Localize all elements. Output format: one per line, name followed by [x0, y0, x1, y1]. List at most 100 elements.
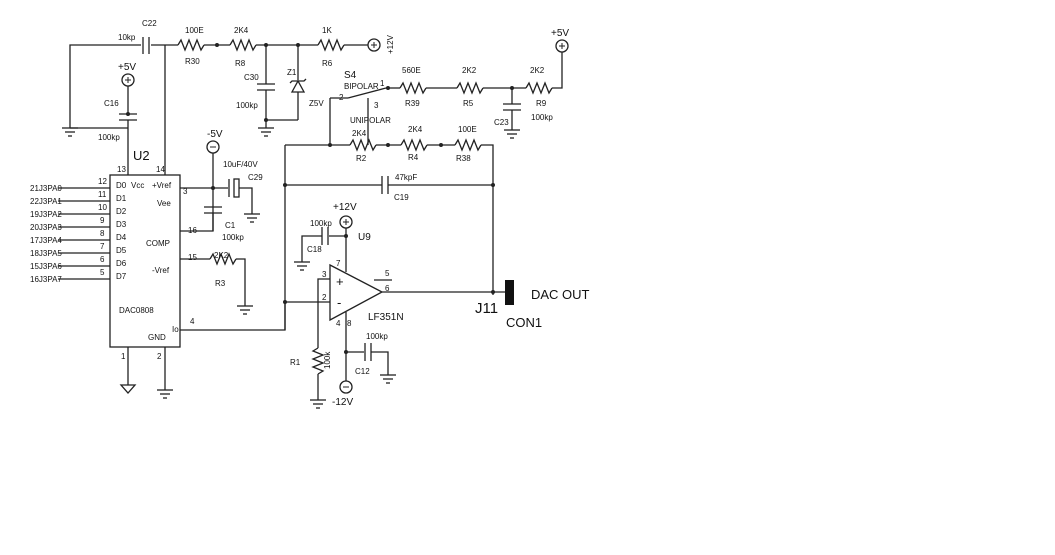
dac-pin-num: 5: [100, 268, 105, 277]
c19-value: 47kpF: [395, 173, 417, 182]
junction-r4-r38: [439, 143, 443, 147]
capacitor-c12: [364, 343, 372, 361]
supply-plus12-opamp: [339, 215, 353, 229]
opamp-part: LF351N: [368, 312, 404, 323]
wire-r3-gnd: [236, 258, 246, 306]
dac-pin-d6: 15J3PA6 6 D6: [30, 255, 127, 271]
minus12-label: -12V: [332, 397, 353, 408]
c23-ref: C23: [494, 118, 509, 127]
z1-value: Z5V: [309, 99, 324, 108]
dac-pin-d7: 16J3PA7 5 D7: [30, 268, 127, 284]
wire-c22-left: [69, 44, 141, 128]
r5-value: 2K2: [462, 66, 477, 75]
dac-comp: COMP: [146, 239, 170, 248]
dac-pin-name: D0: [116, 181, 127, 190]
junction-output: [491, 290, 495, 294]
junction-r2-r4: [386, 143, 390, 147]
wire-c18-gnd: [301, 235, 322, 262]
plus5-left-label: +5V: [118, 62, 136, 73]
resistor-r5: [456, 81, 484, 95]
s4-ref: S4: [344, 70, 357, 81]
c16-ref: C16: [104, 99, 119, 108]
dac-pin2: 2: [157, 352, 162, 361]
s4-pin1: 1: [380, 79, 385, 88]
dac-vref-minus-pin: 15: [188, 253, 197, 262]
junction-s4: [386, 86, 390, 90]
resistor-r6: [317, 38, 345, 52]
dac-pin-net: 19J3PA2: [30, 210, 62, 219]
dac-pin-name: D2: [116, 207, 127, 216]
dac-pin-d3: 20J3PA3 9 D3: [30, 216, 127, 232]
opamp-pin7: 7: [336, 259, 341, 268]
c23-value: 100kp: [531, 113, 553, 122]
dac-pin-d2: 19J3PA2 10 D2: [30, 203, 127, 219]
junction-c19-right: [491, 183, 495, 187]
r38-ref: R38: [456, 154, 471, 163]
switch-s4[interactable]: [330, 87, 387, 108]
dac-pin-name: D3: [116, 220, 127, 229]
resistor-r30: [177, 38, 205, 52]
resistor-r39: [399, 81, 427, 95]
junction-c19-left: [283, 183, 287, 187]
dac-pin-net: 17J3PA4: [30, 236, 62, 245]
dac-pin-name: D6: [116, 259, 127, 268]
dac-data-pins: 21J3PA0 12 D0 22J3PA1 11 D1 19J3PA2 10 D…: [30, 177, 127, 284]
r8-value: 2K4: [234, 26, 249, 35]
c29-value: 10uF/40V: [223, 160, 258, 169]
junction-c16: [126, 112, 130, 116]
plus12-top-label: +12V: [386, 34, 395, 54]
wire-c12-gnd: [371, 351, 389, 375]
resistor-r2: [349, 138, 377, 152]
wire-comp-c1: [180, 213, 214, 232]
r8-ref: R8: [235, 59, 246, 68]
c22-value: 10kp: [118, 33, 136, 42]
dac-pin-num: 12: [98, 177, 107, 186]
resistor-r38: [454, 138, 482, 152]
c12-ref: C12: [355, 367, 370, 376]
r39-ref: R39: [405, 99, 420, 108]
c22-ref: C22: [142, 19, 157, 28]
supply-plus5-left: [121, 73, 135, 87]
opamp-plus: +: [336, 274, 344, 289]
ground-c18: [294, 261, 310, 271]
dac-pin1: 1: [121, 352, 126, 361]
dac-part: DAC0808: [119, 306, 154, 315]
capacitor-c22: [142, 37, 150, 54]
dac-vref-plus-pin: 14: [156, 165, 165, 174]
wire-feedback-right: [481, 144, 494, 295]
opamp-pin4: 4: [336, 319, 341, 328]
c30-ref: C30: [244, 73, 259, 82]
dac-out-label: DAC OUT: [531, 287, 590, 302]
ground-dac-pin2: [157, 389, 173, 399]
c18-value: 100kp: [310, 219, 332, 228]
dac-pin-num: 10: [98, 203, 107, 212]
dac-vref-plus: +Vref: [152, 181, 172, 190]
r9-ref: R9: [536, 99, 547, 108]
dac-pin-num: 9: [100, 216, 105, 225]
connector-j11[interactable]: [505, 280, 514, 305]
r5-ref: R5: [463, 99, 474, 108]
s4-pin3: 3: [374, 101, 379, 110]
wire-r9-plus5: [552, 52, 563, 89]
r1-ref: R1: [290, 358, 301, 367]
dac-pin-name: D4: [116, 233, 127, 242]
junction-r30-r8: [215, 43, 219, 47]
ground-c29: [244, 213, 260, 223]
dac-io: Io: [172, 325, 179, 334]
connector-ref: J11: [475, 300, 498, 317]
resistor-r8: [229, 38, 257, 52]
r2-value: 2K4: [352, 129, 367, 138]
dac-pin-net: 22J3PA1: [30, 197, 62, 206]
ground-dac-pin1: [119, 384, 137, 394]
dac-vcc-pin: 13: [117, 165, 126, 174]
c30-value: 100kp: [236, 101, 258, 110]
dac-gnd: GND: [148, 333, 166, 342]
dac-vref-minus: -Vref: [152, 266, 170, 275]
r4-value: 2K4: [408, 125, 423, 134]
resistor-r4: [400, 138, 428, 152]
s4-unipolar-label: UNIPOLAR: [350, 116, 391, 125]
dac-pin-name: D5: [116, 246, 127, 255]
resistor-r1: [311, 347, 325, 375]
opamp-pin2: 2: [322, 293, 327, 302]
